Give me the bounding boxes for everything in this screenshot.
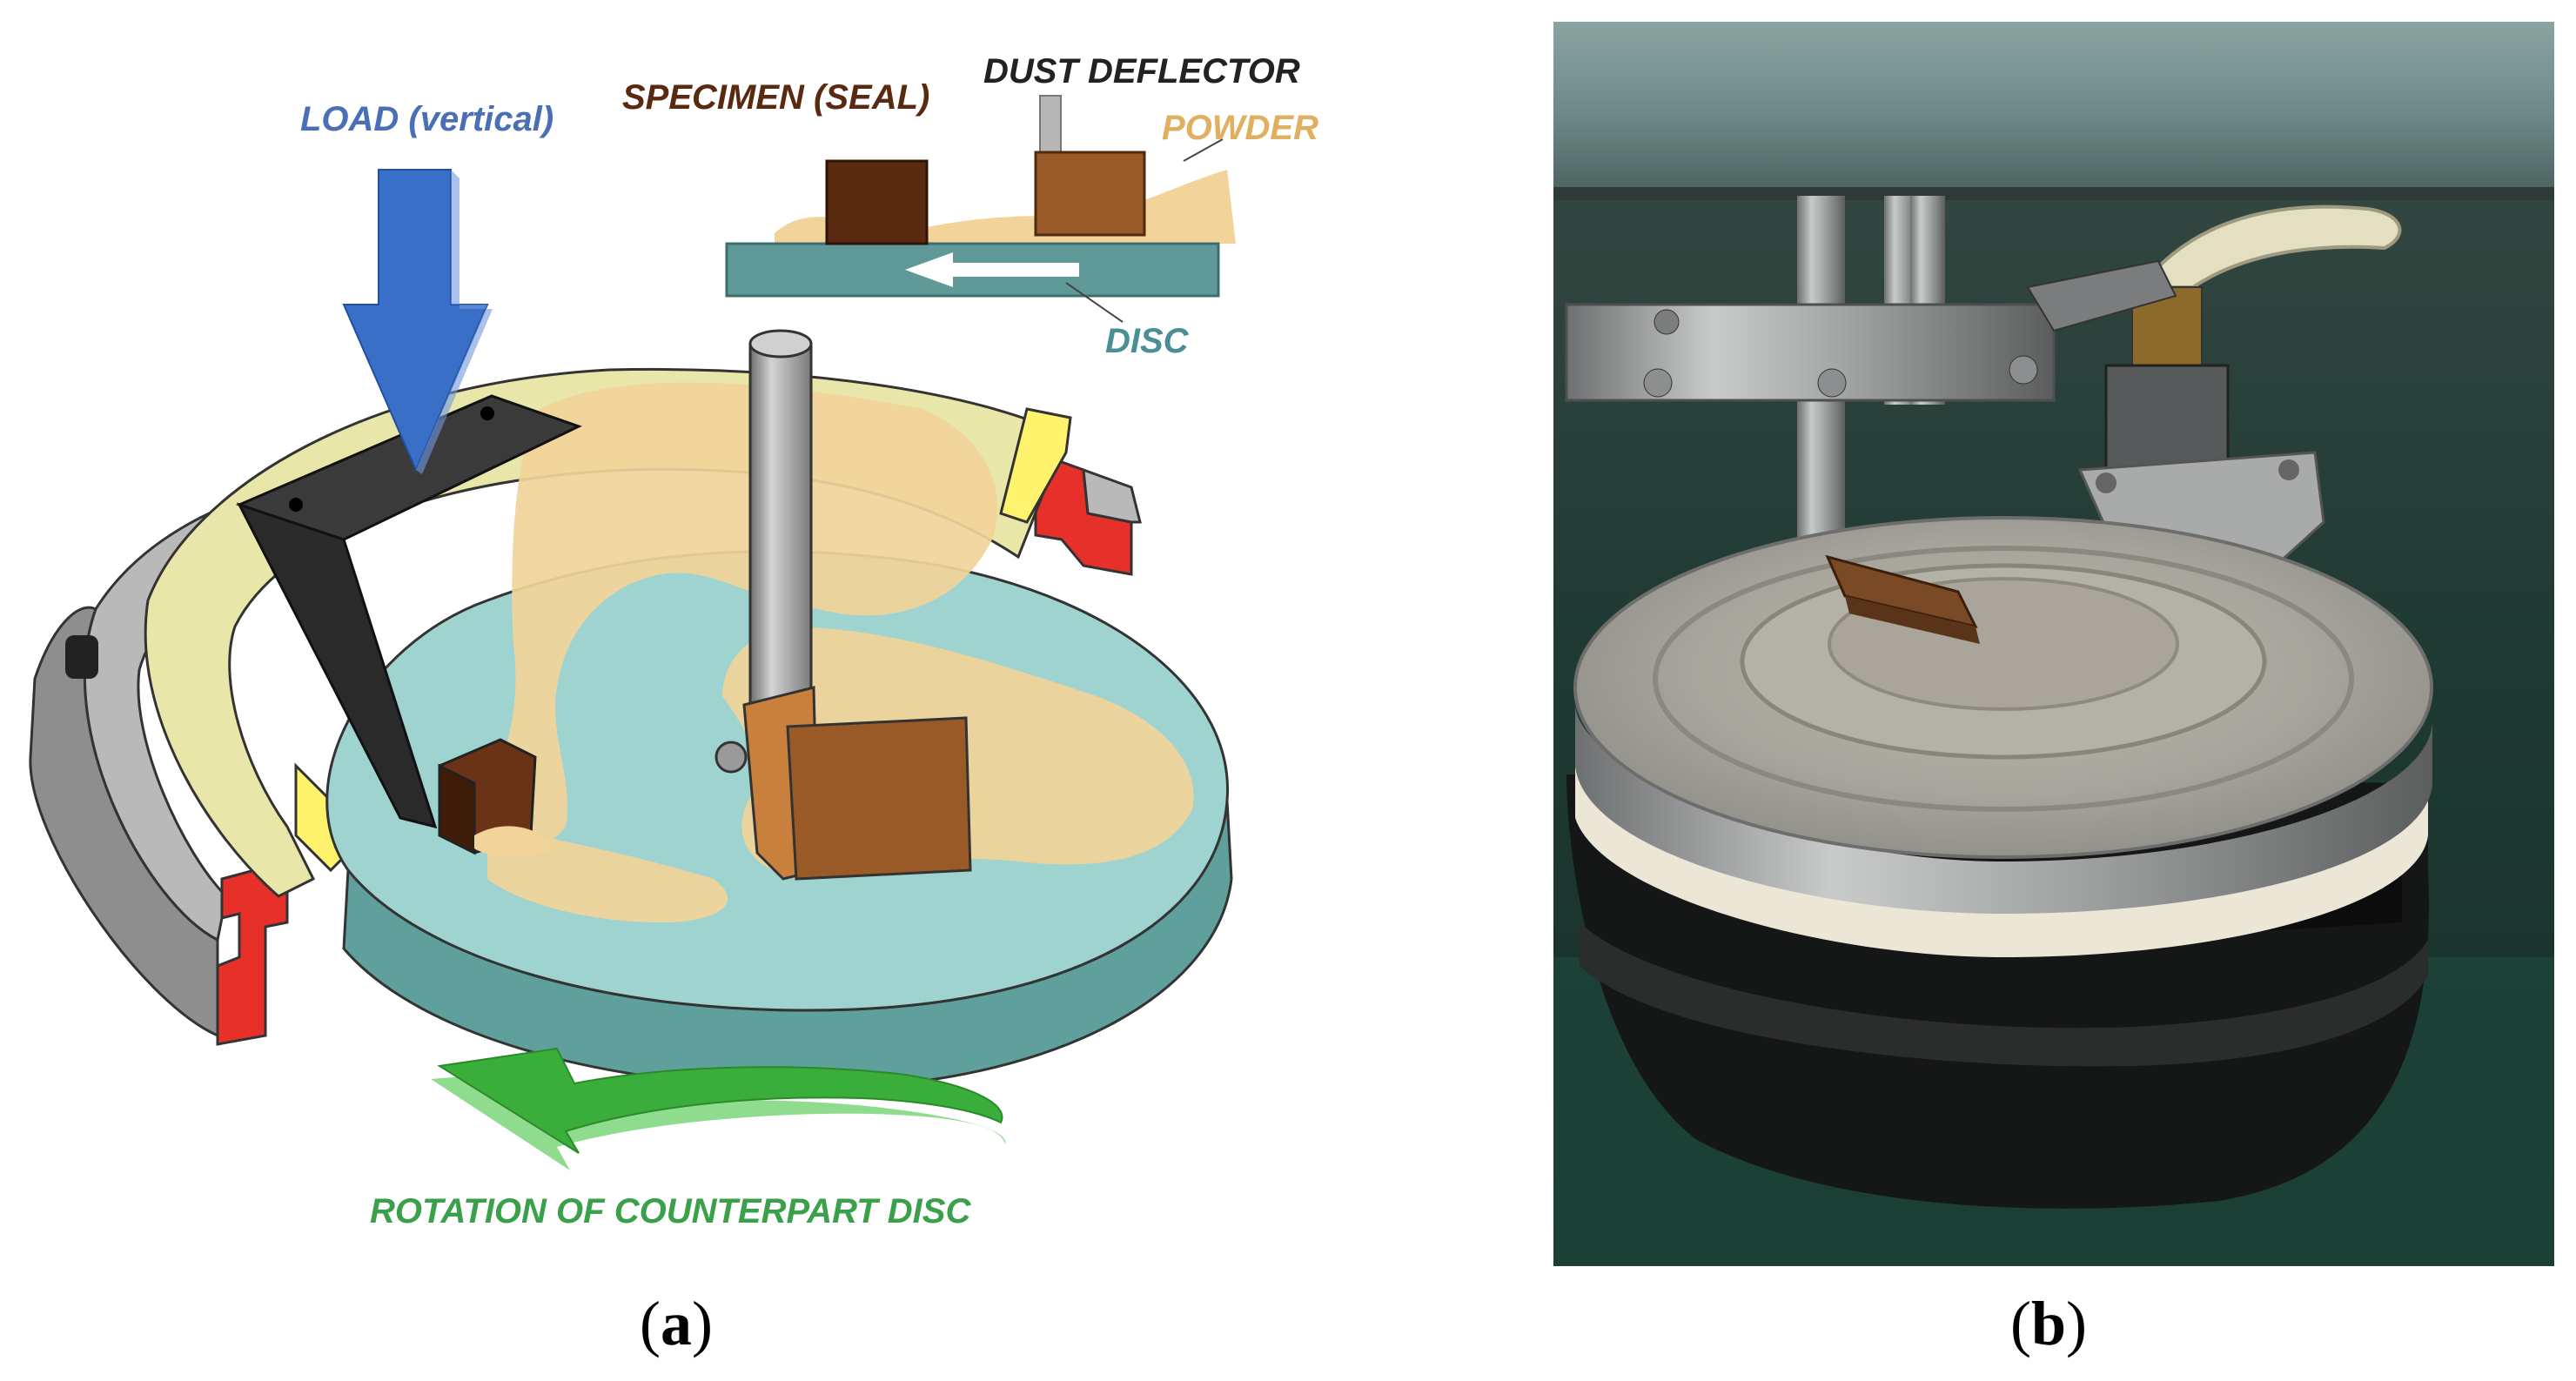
photo-bracket (1565, 303, 2056, 402)
red-clamp-left (216, 860, 289, 1046)
specimen-holder (235, 394, 582, 829)
label-specimen: SPECIMEN (SEAL) (622, 78, 929, 117)
inset-deflector-block (1034, 151, 1146, 237)
photo-cables (2137, 204, 2402, 289)
inset-deflector-rod (1039, 95, 1062, 158)
caption-b: (b) (2010, 1289, 2087, 1358)
label-load: LOAD (vertical) (300, 100, 553, 138)
bolt-icon (714, 741, 748, 774)
disc-direction-arrow-icon (905, 252, 1079, 287)
panel-b-photo: (b) (1553, 22, 2554, 1358)
inset-diagram (725, 95, 1236, 323)
dust-deflector (714, 329, 972, 881)
panel-a-schematic: LOAD (vertical) SPECIMEN (SEAL) DUST DEF… (29, 52, 1318, 1358)
label-disc: DISC (1105, 322, 1190, 360)
inset-specimen-block (825, 159, 929, 245)
label-rotation: ROTATION OF COUNTERPART DISC (370, 1192, 971, 1230)
specimen-seal (438, 738, 557, 857)
photo-white-ring (1575, 766, 2428, 957)
caption-a: (a) (640, 1289, 713, 1358)
housing-ring (29, 450, 1142, 1046)
photo-disc-side (1575, 705, 2432, 914)
powder-leader-line (1183, 138, 1224, 162)
disc-leader-line (1065, 282, 1124, 323)
rotation-arrow-icon (431, 1047, 1006, 1170)
load-arrow-icon (342, 169, 493, 474)
deflector-block (786, 716, 972, 881)
inner-ring-lip (999, 407, 1072, 524)
bolt-icon (65, 635, 98, 679)
label-dust-deflector: DUST DEFLECTOR (983, 52, 1300, 91)
label-powder: POWDER (1162, 109, 1318, 147)
photo-top-plate (1553, 22, 2554, 196)
deflector-rod (748, 342, 813, 728)
deflector-rod-top (748, 329, 813, 359)
